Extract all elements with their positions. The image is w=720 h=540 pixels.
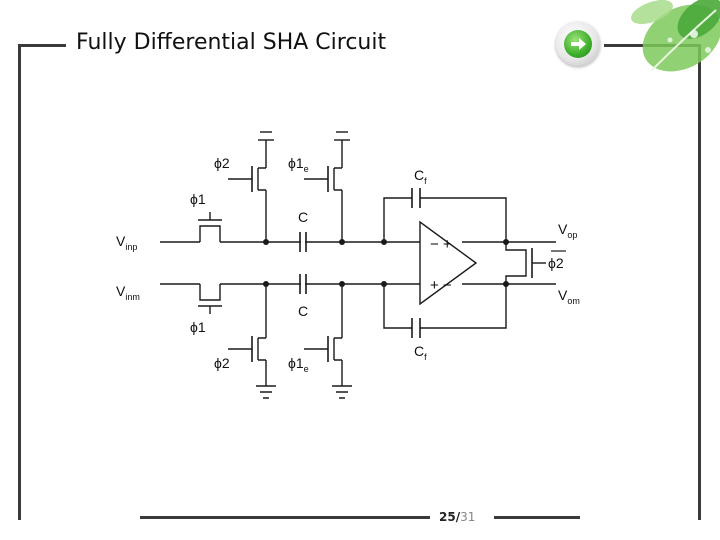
frame-left-line [18,44,21,520]
opamp [419,220,478,306]
frame-right-line [698,44,701,520]
frame-bottom-left-line [140,516,430,519]
output-switch [505,242,546,284]
slide-title: Fully Differential SHA Circuit [76,30,387,55]
opamp-sign-bottom: + − [430,277,452,294]
cf-label-top: Cf [414,167,427,186]
transistor-phi1e-bottom [304,284,352,399]
vinm-label: Vinm [116,283,140,302]
phi1-bottom-label: ϕ1 [190,319,206,335]
phi2-bottom-label: ϕ2 [214,355,230,371]
page-current: 25 [439,510,456,524]
page-total: 31 [460,510,476,524]
leaf-icon [631,0,720,72]
sample-cap-top [299,232,307,252]
transistor-phi1e-top [304,131,350,242]
vinp-label: Vinp [116,233,137,252]
right-arrow-icon [564,30,592,58]
phi1-top-label: ϕ1 [190,191,206,207]
feedback-cap-bottom [383,284,507,338]
vom-label: Vom [558,287,580,306]
next-slide-button[interactable] [556,22,600,66]
phi1e-top-label: ϕ1e [288,155,309,174]
phi2-top-label: ϕ2 [214,155,230,171]
vop-label: Vop [558,221,577,240]
frame-bottom-right-line [494,516,580,519]
phi1e-bottom-label: ϕ1e [288,355,309,374]
opamp-sign-top: − + [430,236,452,253]
input-switch-bottom [198,284,222,314]
cap-label-bottom: C [298,303,308,319]
cap-label-top: C [298,209,308,225]
phi2-out-label: ϕ2 [548,255,564,271]
transistor-phi2-top [228,131,274,242]
input-switch-top [198,212,222,242]
feedback-cap-top [383,188,507,242]
sample-cap-bottom [299,274,307,294]
cf-label-bottom: Cf [414,343,427,362]
page-number: 25/31 [439,510,476,524]
transistor-phi2-bottom [228,284,276,399]
frame-top-left-line [18,44,66,47]
